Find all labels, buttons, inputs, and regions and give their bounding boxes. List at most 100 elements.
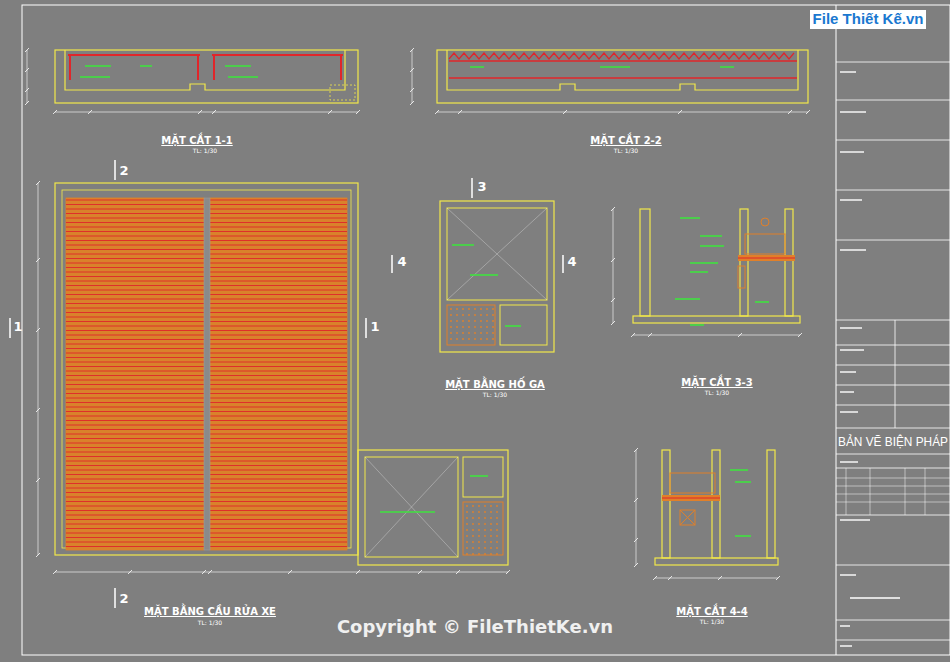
fill-dot: [490, 553, 492, 555]
line: [66, 375, 204, 376]
line: [836, 640, 950, 641]
line: [738, 333, 742, 337]
line: [66, 344, 204, 345]
line: [700, 235, 722, 237]
line: [470, 66, 484, 68]
line: [735, 481, 751, 483]
line: [840, 71, 856, 72]
fill-dot: [472, 529, 474, 531]
line: [210, 434, 347, 435]
fill-dot: [474, 326, 476, 328]
line: [410, 88, 414, 92]
fill-dot: [496, 529, 498, 531]
line: [836, 62, 950, 63]
line: [678, 110, 682, 114]
line: [197, 55, 199, 80]
line: [38, 183, 39, 555]
fill-dot: [466, 535, 468, 537]
line: [210, 506, 347, 507]
line: [208, 570, 212, 574]
view-title: MẶT CẮT 4-4: [676, 606, 747, 617]
line: [213, 55, 215, 80]
fill-dot: [466, 529, 468, 531]
line: [9, 318, 11, 338]
line: [66, 393, 204, 394]
fill-dot: [492, 314, 494, 316]
line: [140, 65, 152, 67]
fill-dot: [456, 314, 458, 316]
line: [210, 515, 347, 516]
line: [840, 371, 856, 372]
line: [447, 208, 547, 300]
line: [36, 553, 40, 557]
line: [210, 312, 347, 313]
line: [410, 48, 414, 52]
line: [66, 231, 204, 232]
outline: [437, 50, 808, 103]
line: [210, 200, 347, 201]
line: [210, 461, 347, 462]
line: [836, 240, 950, 241]
line: [634, 448, 638, 452]
line: [210, 344, 347, 345]
line: [66, 506, 204, 507]
fill-dot: [496, 541, 498, 543]
line: [506, 570, 510, 574]
line: [66, 447, 204, 448]
fill-dot: [484, 511, 486, 513]
line: [210, 353, 347, 354]
section-marker: 3: [477, 180, 486, 194]
line: [36, 328, 40, 332]
line: [210, 533, 347, 534]
fill-dot: [478, 505, 480, 507]
line: [836, 190, 950, 191]
line: [66, 492, 204, 493]
fill-dot: [466, 523, 468, 525]
line: [66, 501, 204, 502]
line: [66, 465, 204, 466]
fill-dot: [478, 547, 480, 549]
view-title: MẶT CẮT 2-2: [590, 135, 661, 146]
fill-dot: [480, 332, 482, 334]
fill-dot: [496, 553, 498, 555]
line: [66, 326, 204, 327]
line: [412, 50, 413, 103]
line: [636, 450, 637, 565]
line: [840, 625, 850, 626]
line: [611, 321, 615, 325]
line: [391, 255, 393, 273]
fill-dot: [468, 326, 470, 328]
line: [66, 456, 204, 457]
line: [356, 570, 360, 574]
line: [210, 416, 347, 417]
line: [66, 438, 204, 439]
line: [836, 140, 950, 141]
line: [836, 428, 950, 429]
line: [836, 468, 950, 469]
line: [66, 389, 204, 390]
section-marker: 1: [370, 320, 379, 334]
line: [634, 498, 638, 502]
line: [611, 298, 615, 302]
line: [88, 110, 92, 114]
fill-dot: [472, 517, 474, 519]
line: [210, 402, 347, 403]
line: [85, 65, 111, 67]
line: [66, 402, 204, 403]
line: [600, 66, 630, 68]
line: [66, 240, 204, 241]
line: [613, 209, 614, 323]
fill-dot: [486, 314, 488, 316]
line: [662, 498, 720, 499]
outline: [670, 473, 715, 493]
line: [128, 570, 132, 574]
line: [66, 272, 204, 273]
outline: [204, 198, 210, 550]
line: [210, 519, 347, 520]
fill-dot: [490, 535, 492, 537]
fill-dot: [474, 338, 476, 340]
line: [66, 303, 204, 304]
line: [210, 398, 347, 399]
title-block-cell: BẢN VẼ BIỆN PHÁP: [836, 429, 950, 454]
